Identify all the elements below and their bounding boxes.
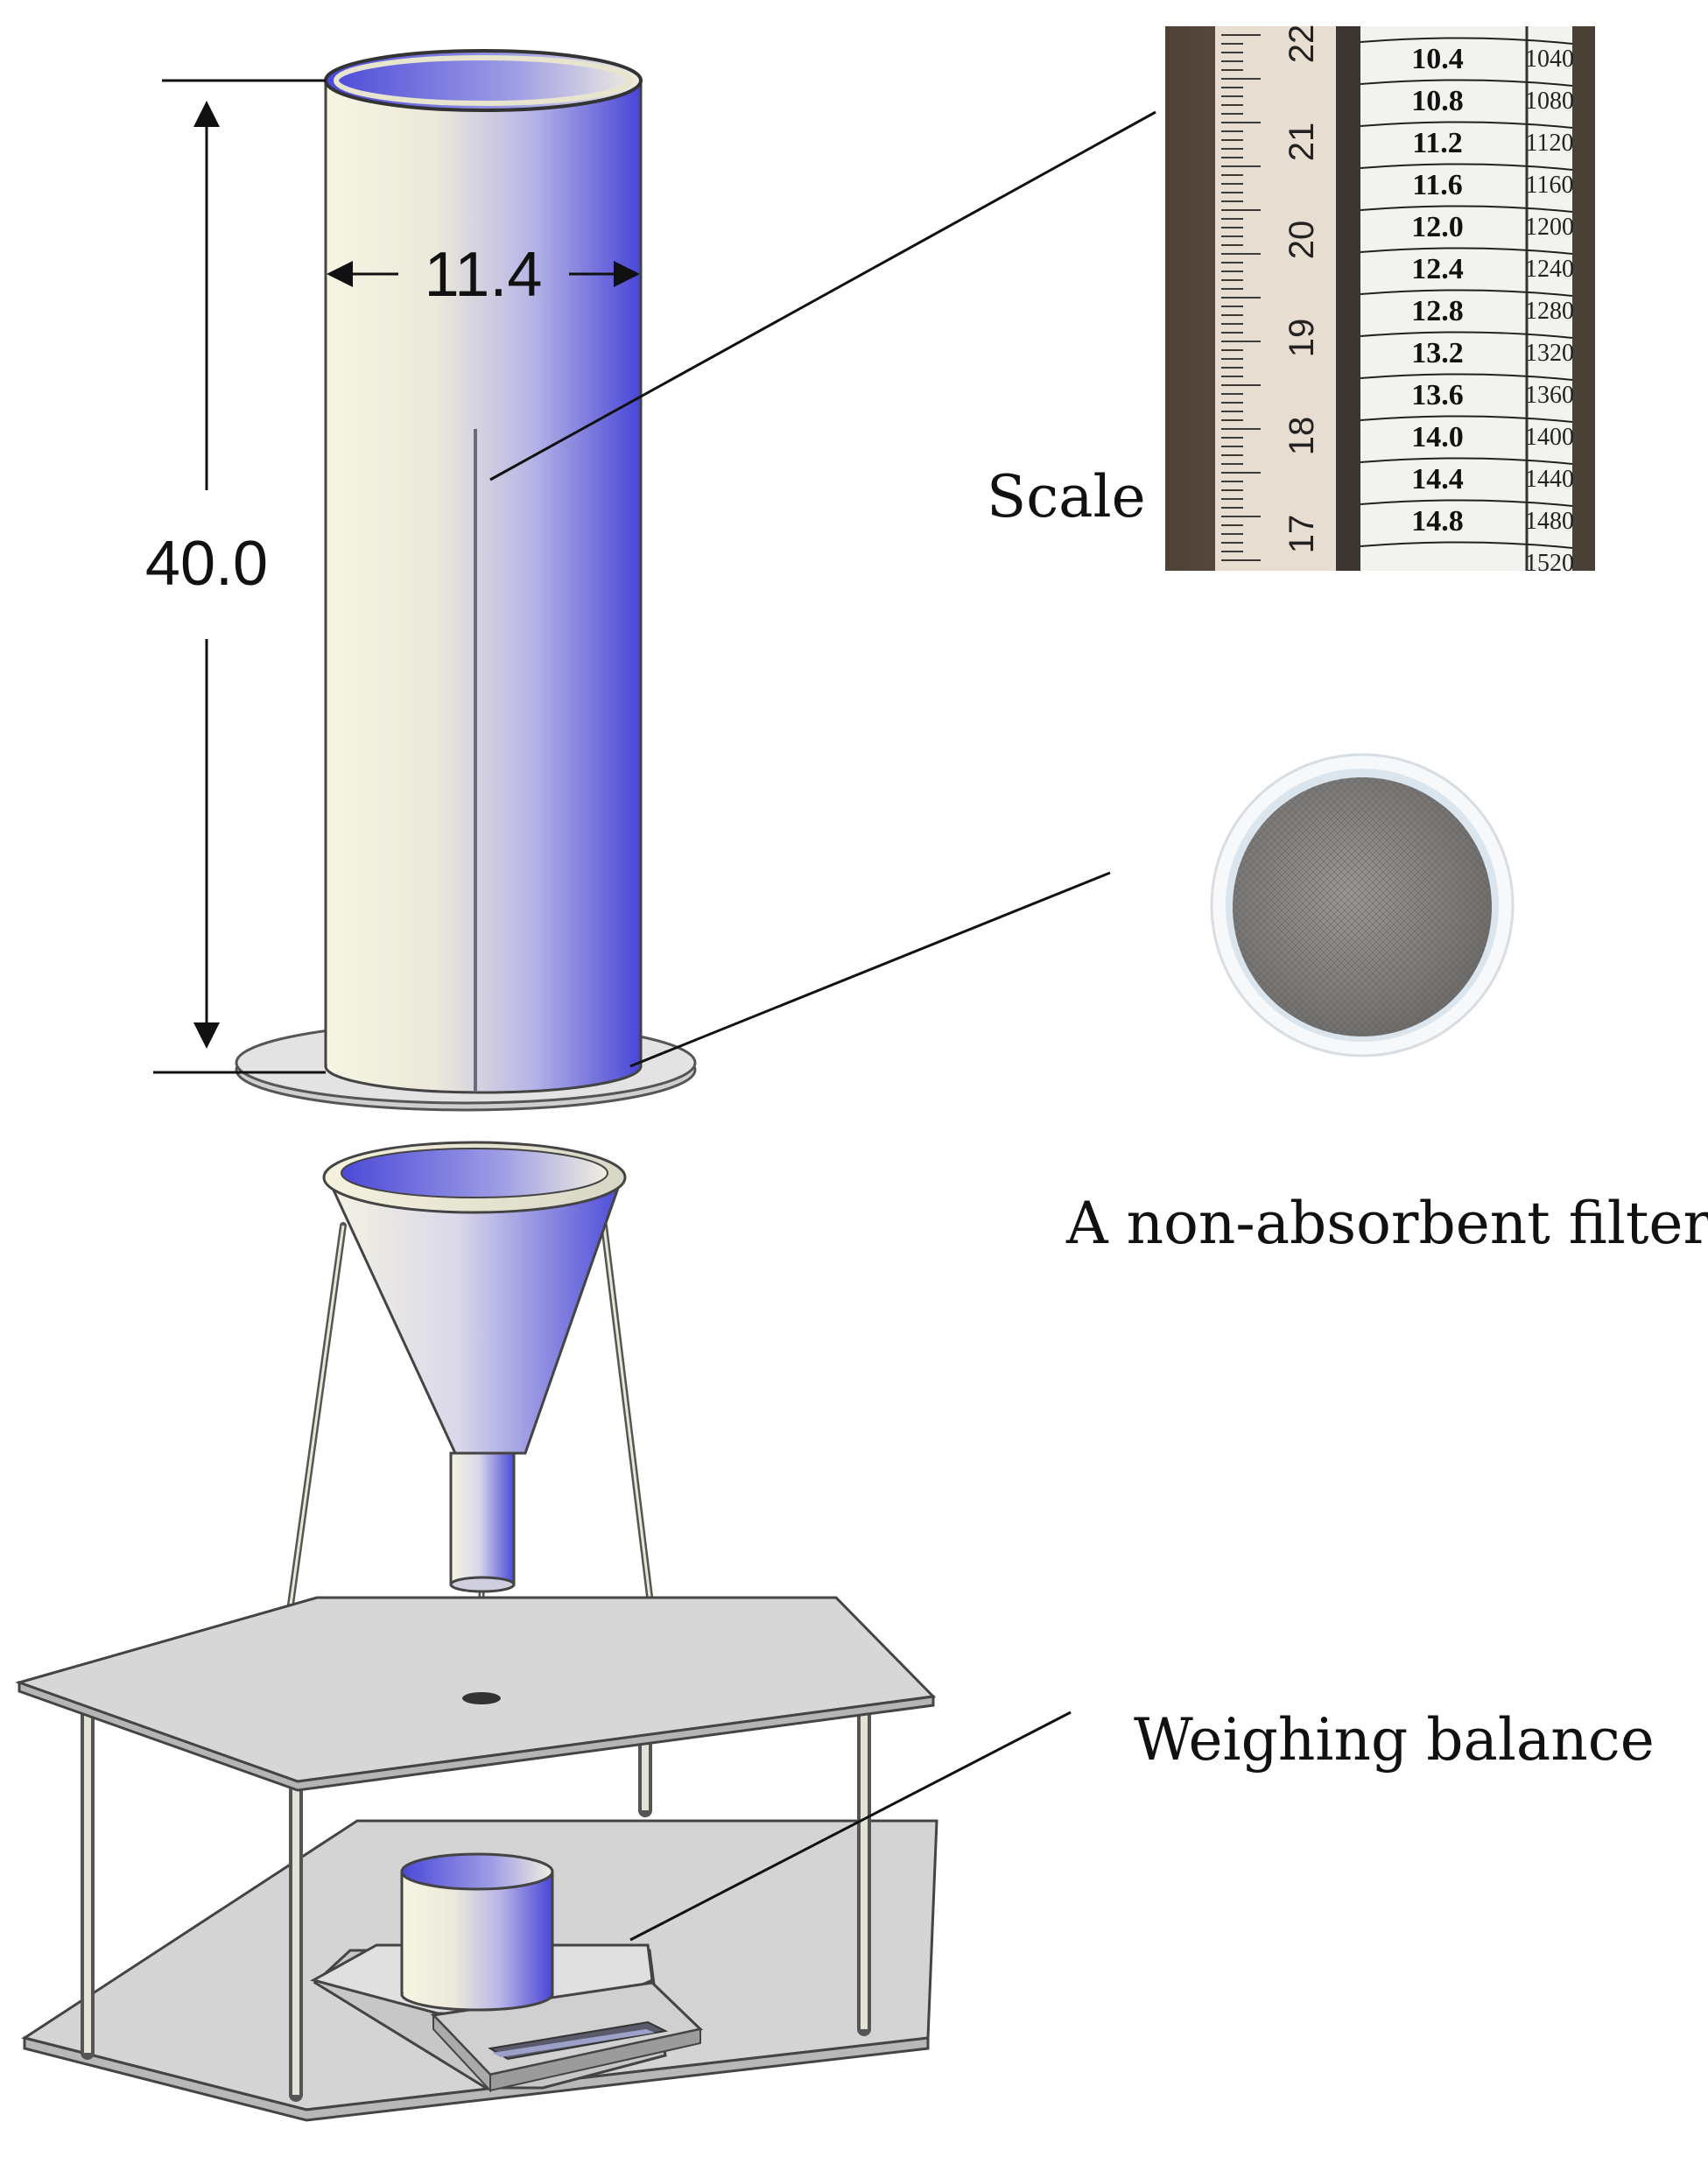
scale-row-volume: 1120 [1526,130,1574,157]
scale-row-line [1360,37,1573,45]
filter-label: A non-absorbent filter [1065,1190,1708,1257]
scale-row-line [1360,457,1573,465]
scale-row-value: 11.6 [1412,169,1463,201]
scale-row-value: 13.2 [1411,337,1464,369]
height-dimension: 40.0 [145,79,326,1074]
scale-row-volume: 1480 [1525,508,1574,535]
scale-row-value: 12.0 [1411,211,1464,243]
scale-row-volume: 1200 [1525,214,1574,241]
scale-row-line [1360,79,1573,87]
scale-row-value: 13.6 [1411,379,1464,411]
diameter-label: 11.4 [425,240,543,310]
scale-row-line [1360,541,1573,549]
scale-row-value: 14.0 [1411,421,1464,453]
scale-row-line [1360,331,1573,339]
scale-row-value: 12.8 [1411,295,1464,327]
scale-row-value: 10.8 [1411,85,1464,117]
scale-row-line [1360,121,1573,129]
height-label: 40.0 [145,529,268,599]
scale-row-volume: 1160 [1526,172,1574,199]
funnel-cone [323,1171,626,1455]
scale-row-line [1360,415,1573,423]
scale-row-volume: 1280 [1525,298,1574,325]
balance-label: Weighing balance [1134,1706,1655,1774]
scale-row-line [1360,163,1573,171]
weighing-balance [310,1852,704,2093]
scale-row-value: 12.4 [1411,253,1464,285]
funnel-spout [449,1451,516,1586]
scale-row-value: 11.2 [1412,127,1463,159]
scale-label: Scale [987,463,1146,530]
table-top-plate [15,1596,937,1783]
diameter-dimension: 11.4 [327,240,640,310]
ruler-number: 21 [1283,123,1321,162]
ruler-number: 20 [1283,221,1321,260]
scale-row-volume: 1360 [1525,382,1574,409]
scale-paper [1360,26,1572,571]
ruler-number: 17 [1283,515,1321,554]
scale-row-volume: 1080 [1525,88,1574,115]
scale-row-volume: 1040 [1525,46,1574,73]
scale-row-line [1360,247,1573,255]
scale-row-line [1360,373,1573,381]
scale-row-line [1360,499,1573,507]
scale-row-volume: 1520 [1525,550,1574,577]
scale-row-volume: 1240 [1525,256,1574,283]
scale-leader-line [489,110,1156,481]
scale-row-volume: 1440 [1525,466,1574,493]
filter-leader-line [629,871,1111,1068]
scale-photo: 22 21 20 19 18 17 10.4 1040 10.8 1080 11.2 1120 11.… [1165,25,1595,577]
filter-photo [1210,753,1515,1057]
funnel-assembly [258,1141,696,1748]
balance-leader-line [629,1711,1072,1942]
scale-row-value: 10.4 [1411,43,1464,75]
scale-row-volume: 1400 [1525,424,1574,451]
scale-row-line [1360,289,1573,297]
scale-row-value: 14.8 [1411,505,1464,537]
scale-row-value: 14.4 [1411,463,1464,495]
ruler-number: 22 [1283,25,1321,64]
ruler-number: 19 [1283,319,1321,358]
scale-row-line [1360,205,1573,213]
scale-row-volume: 1320 [1525,340,1574,367]
tall-cylinder [235,49,697,1112]
ruler-number: 18 [1283,417,1321,456]
